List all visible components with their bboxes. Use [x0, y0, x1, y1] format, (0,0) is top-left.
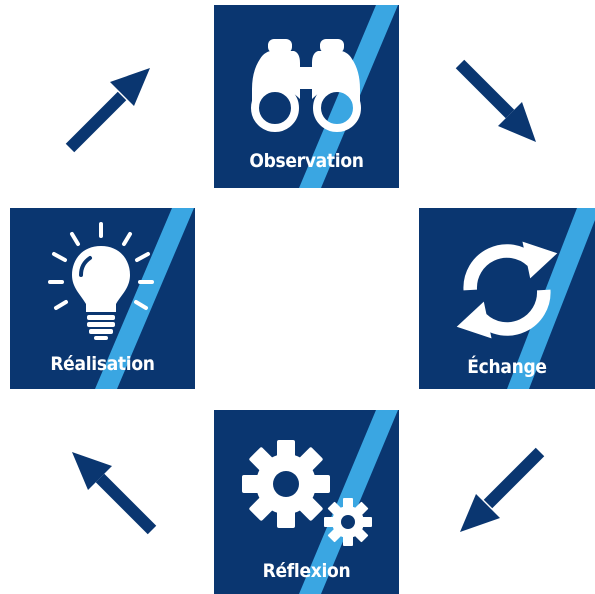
arrow-top-right-icon — [455, 59, 536, 142]
gears-icon — [242, 440, 372, 546]
arrow-bottom-right-icon — [460, 447, 545, 532]
tile-background — [419, 208, 595, 389]
refresh-cycle-icon — [456, 241, 558, 339]
step-observation: Observation — [214, 5, 399, 188]
step-label-observation: Observation — [249, 150, 364, 172]
arrow-bottom-left-icon — [72, 452, 157, 535]
arrow-top-left-icon — [65, 68, 150, 153]
step-label-echange: Échange — [467, 356, 547, 378]
step-label-realisation: Réalisation — [50, 353, 155, 375]
step-realisation: Réalisation — [10, 208, 195, 389]
step-label-reflexion: Réflexion — [262, 560, 351, 582]
lightbulb-icon — [48, 222, 154, 340]
binoculars-icon — [251, 39, 361, 132]
step-echange: Échange — [419, 208, 595, 389]
step-reflexion: Réflexion — [214, 410, 399, 594]
